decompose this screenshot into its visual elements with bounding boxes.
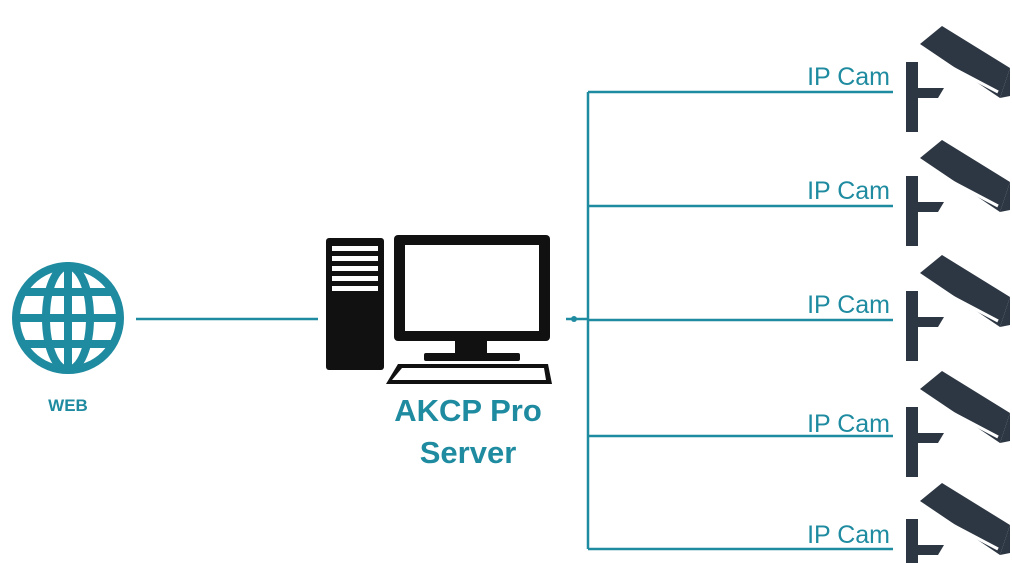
security-camera-icon [904,253,1012,363]
camera-label: IP Cam [807,410,890,438]
security-camera-icon [904,369,1012,479]
security-camera-icon [904,24,1012,134]
camera-label: IP Cam [807,177,890,205]
camera-label: IP Cam [807,521,890,549]
camera-row: IP Cam [588,138,1012,248]
web-label: WEB [48,396,88,415]
junction-dot [571,316,577,322]
globe-icon [12,262,124,374]
camera-row: IP Cam [588,24,1012,134]
camera-row: IP Cam [588,253,1012,363]
server-label-line1: AKCP Pro [394,393,542,428]
camera-label: IP Cam [807,63,890,91]
camera-label: IP Cam [807,291,890,319]
security-camera-icon [904,481,1012,563]
camera-row: IP Cam [588,481,1012,563]
web-node: WEB [12,262,124,415]
desktop-computer-icon [326,235,552,384]
camera-row: IP Cam [588,369,1012,479]
security-camera-icon [904,138,1012,248]
server-label-line2: Server [420,435,517,470]
server-node: AKCP Pro Server [326,235,552,470]
